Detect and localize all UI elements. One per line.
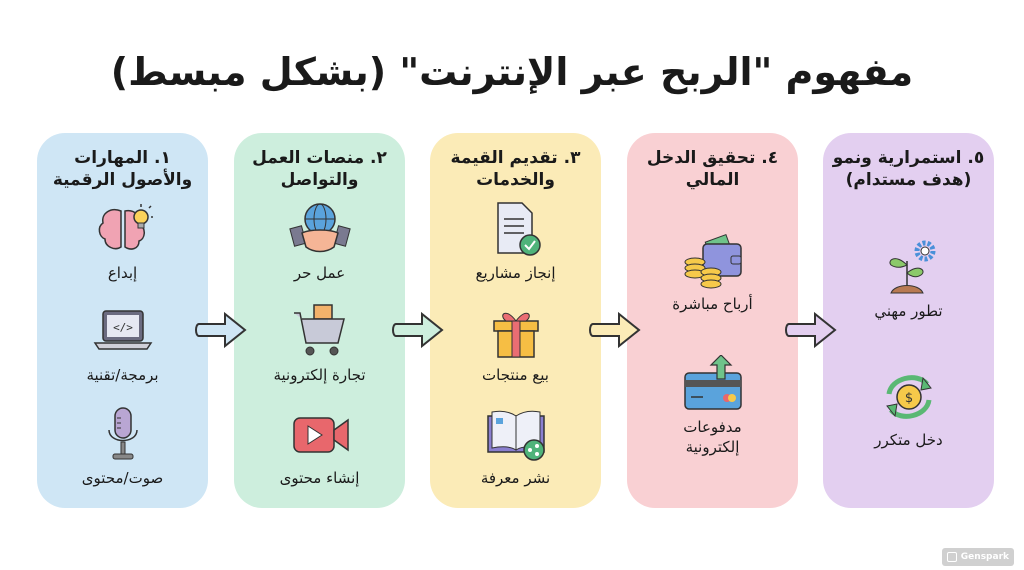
panel-income: ٤. تحقيق الدخل المالي أرباح مباشرة bbox=[627, 133, 798, 508]
item-label: نشر معرفة bbox=[480, 468, 551, 487]
document-check-icon bbox=[496, 202, 541, 256]
shopping-cart-icon bbox=[293, 304, 345, 356]
list-item: تطور مهني bbox=[874, 239, 943, 321]
panel-title: ٥. استمرارية ونمو (هدف مستدام) bbox=[832, 148, 985, 190]
genspark-logo-icon bbox=[946, 552, 957, 562]
list-item: صوت/محتوى bbox=[82, 406, 163, 488]
list-item: نشر معرفة bbox=[481, 406, 550, 488]
watermark-badge: Genspark bbox=[941, 548, 1014, 566]
panel-title: ٤. تحقيق الدخل المالي bbox=[646, 148, 779, 190]
arrow-right-icon bbox=[589, 311, 641, 349]
credit-card-icon bbox=[683, 355, 742, 410]
list-item: إنشاء محتوى bbox=[279, 406, 360, 488]
item-label: إنشاء محتوى bbox=[279, 468, 360, 487]
plant-gear-icon bbox=[889, 240, 935, 294]
page-title: مفهوم "الربح عبر الإنترنت" (بشكل مبسط) bbox=[110, 50, 914, 94]
brain-lightbulb-icon bbox=[98, 204, 153, 250]
svg-text:</>: </> bbox=[113, 321, 133, 334]
list-item: أرباح مباشرة bbox=[672, 232, 753, 314]
list-item: إنجاز مشاريع bbox=[476, 201, 556, 283]
item-label: صوت/محتوى bbox=[81, 468, 164, 487]
panel-title: ١. المهارات والأصول الرقمية bbox=[52, 148, 193, 190]
list-item: إبداع bbox=[91, 201, 155, 283]
list-item: بيع منتجات bbox=[482, 303, 549, 385]
list-item: تجارة إلكترونية bbox=[273, 303, 366, 385]
list-item: مدفوعات إلكترونية bbox=[668, 355, 758, 457]
list-item: $ دخل متكرر bbox=[874, 368, 943, 450]
arrow-right-icon bbox=[785, 311, 837, 349]
item-label: بيع منتجات bbox=[482, 366, 549, 385]
svg-text:$: $ bbox=[904, 391, 912, 406]
item-label: مدفوعات إلكترونية bbox=[683, 418, 742, 456]
item-label: تطور مهني bbox=[874, 301, 943, 320]
item-label: تجارة إلكترونية bbox=[273, 366, 366, 385]
list-item: </> برمجة/تقنية bbox=[86, 303, 159, 385]
microphone-icon bbox=[107, 407, 138, 460]
item-label: برمجة/تقنية bbox=[86, 366, 159, 385]
arrow-right-icon bbox=[195, 311, 247, 349]
panel-title: ٢. منصات العمل والتواصل bbox=[252, 148, 387, 190]
item-label: عمل حر bbox=[293, 264, 346, 283]
panel-value: ٣. تقديم القيمة والخدمات إنجاز مشاريع بي… bbox=[430, 133, 601, 508]
panel-platforms: ٢. منصات العمل والتواصل عمل حر تجارة إلك… bbox=[234, 133, 405, 508]
arrow-right-icon bbox=[392, 311, 444, 349]
item-label: أرباح مباشرة bbox=[672, 295, 753, 313]
panel-growth: ٥. استمرارية ونمو (هدف مستدام) تطور مهني… bbox=[823, 133, 994, 508]
laptop-code-icon: </> bbox=[93, 310, 152, 351]
list-item: عمل حر bbox=[288, 201, 352, 283]
item-label: إبداع bbox=[107, 264, 138, 283]
item-label: دخل متكرر bbox=[874, 431, 943, 450]
panel-skills: ١. المهارات والأصول الرقمية إبداع </> بر… bbox=[37, 133, 208, 508]
wallet-coins-icon bbox=[684, 234, 742, 289]
watermark-text: Genspark bbox=[960, 552, 1009, 562]
book-share-icon bbox=[486, 410, 545, 461]
gift-box-icon bbox=[492, 313, 539, 359]
globe-handshake-icon bbox=[288, 203, 351, 253]
panel-title: ٣. تقديم القيمة والخدمات bbox=[450, 148, 581, 190]
item-label: إنجاز مشاريع bbox=[475, 264, 556, 283]
video-camera-icon bbox=[292, 417, 349, 453]
recurring-dollar-icon: $ bbox=[885, 375, 932, 420]
